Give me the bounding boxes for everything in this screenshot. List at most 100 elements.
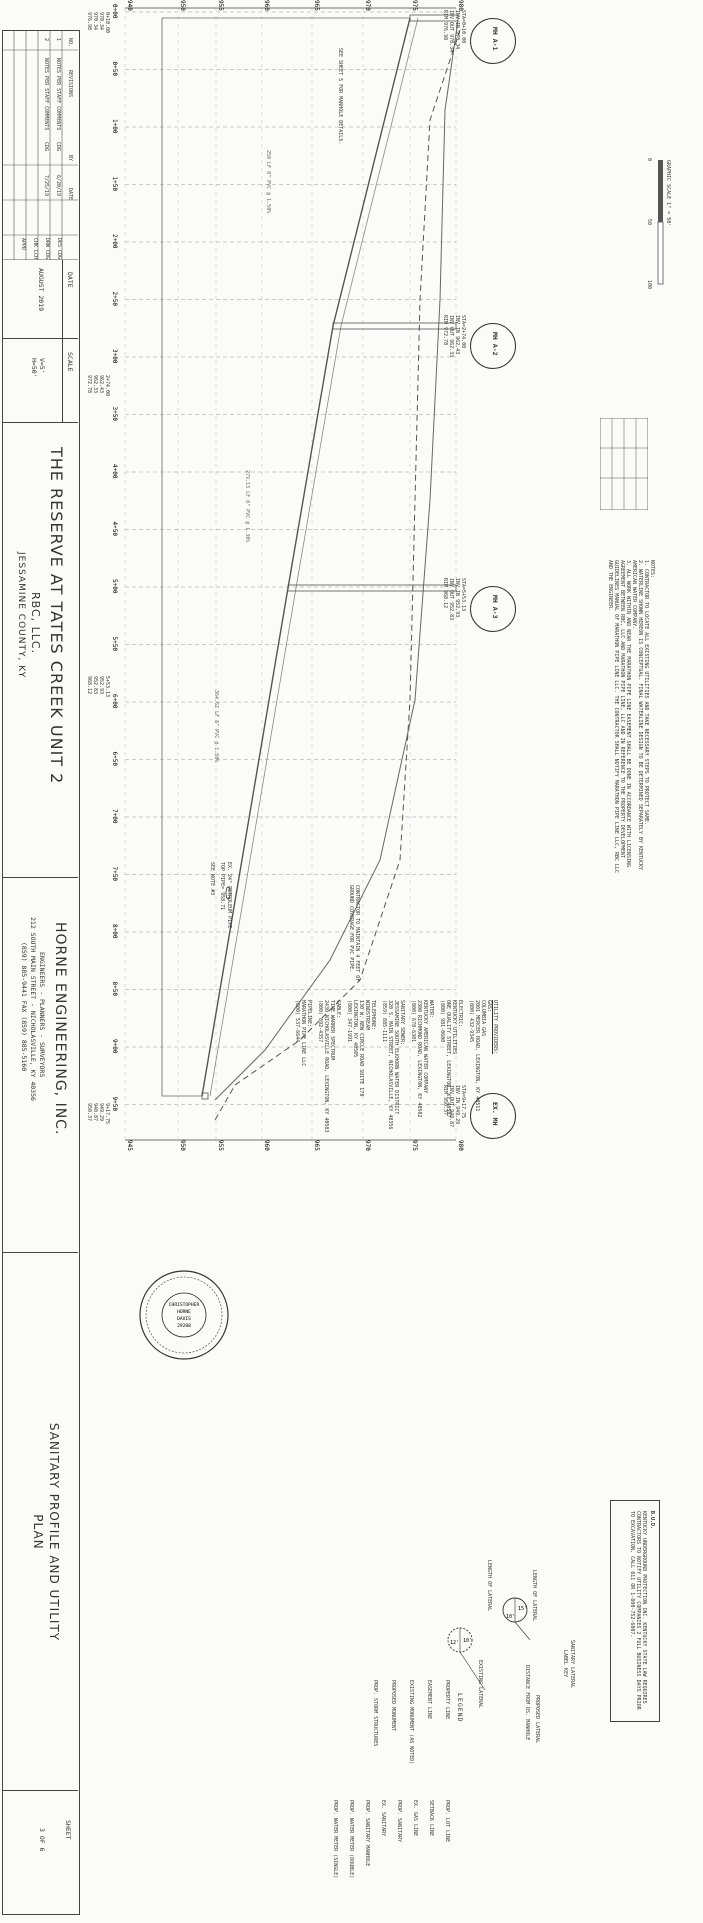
pipe-label-3: 364.62 LF 8" PVC @ 1.50% — [213, 690, 219, 763]
petroleum-pipe-marker — [225, 886, 231, 900]
legend-left-item: EXISTING MONUMENT (AS NOTED) — [408, 1680, 414, 1765]
elevation-tick-top: 950 — [179, 0, 186, 11]
utility-line: TIME WARNER SPECTRUM — [329, 1000, 335, 1061]
elevation-tick-top: 940 — [126, 0, 133, 11]
station-tick-left: 3+00 — [111, 349, 118, 364]
lateral-label-key: LABEL KEY — [562, 1650, 568, 1678]
sheet-value: 3 OF 6 — [38, 1828, 46, 1852]
profile-pipes — [161, 14, 461, 1121]
lateral-proposed: PROPOSED LATERAL — [534, 1695, 540, 1744]
lateral-10a: 10' — [506, 1614, 515, 1620]
station-tick-left: 7+50 — [111, 867, 118, 882]
station-tick-left: 5+00 — [111, 579, 118, 594]
seal-name-1: CHRISTOPHER — [169, 1302, 200, 1308]
legend-right-item: SETBACK LINE — [428, 1800, 434, 1837]
date-label: DATE — [66, 272, 74, 288]
elevation-tick-bottom: 950 — [179, 1140, 186, 1151]
sheet-title-block: SANITARY PROFILE AND UTILITY PLAN — [2, 1252, 78, 1791]
sheet-title: SANITARY PROFILE AND UTILITY PLAN — [31, 1422, 61, 1642]
manhole-callout: MH A-2 — [470, 323, 516, 369]
legend-right-item: EX. SANITARY — [380, 1800, 386, 1837]
revision-cell: NOTES PER STAFF COMMENTS — [43, 58, 49, 131]
manhole-callout: MH A-1 — [470, 18, 516, 64]
legend-right-item: EX. GAS LINE — [412, 1800, 418, 1837]
utility-line: CABLE: — [335, 1000, 341, 1019]
lateral-12: 12' — [450, 1640, 459, 1646]
legend-right-item: PROP. LOT LINE — [444, 1800, 450, 1843]
station-tick-left: 8+00 — [111, 924, 118, 939]
lateral-detail-graphic: 15' 10' 10' 12' — [447, 1597, 531, 1691]
general-notes: NOTES: 1. CONTRACTOR TO LOCATE ALL EXIST… — [607, 560, 655, 874]
manhole-info-line: INV OUT 962.33 — [448, 315, 454, 358]
lateral-length-ex: LENGTH OF LATERAL — [486, 1560, 492, 1612]
date-value: AUGUST 2019 — [37, 268, 45, 312]
utility-line: PIPELINE: — [306, 1000, 312, 1028]
seal-name-4: 29208 — [177, 1323, 191, 1329]
lateral-title: SANITARY LATERAL — [569, 1640, 575, 1689]
scale-label: SCALE — [66, 352, 74, 372]
utility-line: WINDSTREAM — [364, 1000, 370, 1031]
bud-text: KENTUCKY UNDERGROUND PROTECTION INC. KEN… — [629, 1511, 647, 1710]
station-tick-left: 4+00 — [111, 464, 118, 479]
elevation-tick-top: 970 — [364, 0, 371, 11]
station-tick-left: 5+50 — [111, 637, 118, 652]
revisions-table — [2, 30, 78, 260]
station-tick-left: 9+00 — [111, 1039, 118, 1054]
legend-heading: LEGEND — [456, 1693, 464, 1723]
utility-line: KENTUCKY AMERICAN WATER COMPANY — [422, 1000, 428, 1094]
manhole-info-line: INV OUT 970.34 — [448, 10, 454, 53]
utility-line: ONE QUALITY STREET, LEXINGTON, KY 40507 — [445, 1000, 451, 1118]
station-tick-left: 1+00 — [111, 119, 118, 134]
profile-left-boundary — [161, 18, 202, 1097]
project-client: RBC, LLC. — [29, 592, 42, 655]
pipe-label-1: 250 LF 8" PVC @ 1.50% — [265, 150, 271, 214]
revision-header: BY — [67, 155, 73, 162]
station-tick-left: 2+50 — [111, 292, 118, 307]
elevation-tick-top: 975 — [411, 0, 418, 11]
pipe-label-2: 279.13 LF 8" PVC @ 1.30% — [244, 470, 250, 543]
revision-header: DATE — [67, 188, 73, 201]
revision-signoff: DRW — [44, 238, 50, 248]
manhole-info-line: INV IN 962.43 — [454, 315, 460, 355]
utility-line: (800) 347-1991 — [346, 1000, 352, 1043]
scale-bar — [657, 160, 664, 285]
project-county: JESSAMINE COUNTY, KY — [16, 552, 26, 679]
manhole-label: MH A-2 — [491, 332, 499, 356]
profile-note-manhole: SEE SHEET 5 FOR MANHOLE DETAILS. — [337, 48, 343, 145]
revision-header: REVISIONS — [67, 70, 73, 98]
station-tick-left: 1+50 — [111, 177, 118, 192]
legend-left-item: PROPOSED MONUMENT — [390, 1680, 396, 1732]
utility-line: ELECTRIC: — [457, 1000, 463, 1028]
revision-signoff: APPD — [20, 238, 26, 251]
legend-right-item: PROP. WATER METER (SINGLE) — [332, 1800, 338, 1879]
legend-left-item: PROPERTY LINE — [444, 1680, 450, 1720]
title-block — [2, 30, 80, 1915]
bud-box: KENTUCKY UNDERGROUND PROTECTION INC. KEN… — [610, 1500, 660, 1722]
proposed-ground-line — [214, 19, 459, 1101]
legend-left-item: EASEMENT LINE — [426, 1680, 432, 1720]
lateral-length-prop: LENGTH OF LATERAL — [531, 1570, 537, 1622]
elevation-tick-bottom: 965 — [313, 1140, 320, 1151]
revision-signoff: LCH — [32, 250, 38, 260]
utility-line: JESSAMINE SOUTH ELKHORN WATER DISTRICT — [393, 1000, 399, 1115]
revision-signoff: CDG — [44, 250, 50, 260]
lateral-existing: EXISTING LATERAL — [477, 1660, 483, 1709]
profile-note-top-pipe: TOP PIPE= 958.71 — [219, 862, 225, 911]
scale-tick-50: 50 — [646, 219, 652, 226]
manhole-info-line: STA=5+53.13 — [460, 578, 466, 612]
seal-name-2: HORNE — [177, 1309, 191, 1315]
revision-signoff: CHK — [32, 238, 38, 248]
scale-tick-100: 100 — [646, 280, 652, 290]
utility-line: KENTUCKY UTILITIES — [451, 1000, 457, 1055]
sewer-pipe-invert — [201, 17, 411, 1097]
firm-name: HORNE ENGINEERING, INC. — [52, 922, 68, 1136]
manhole-callout: MH A-3 — [470, 586, 516, 632]
elevation-tick-bottom: 975 — [411, 1140, 418, 1151]
elevation-tick-top: 965 — [313, 0, 320, 11]
station-tick-left: 2+00 — [111, 234, 118, 249]
sewer-pipe-crown — [209, 17, 419, 1097]
elevation-tick-bottom: 955 — [217, 1140, 224, 1151]
elevation-tick-bottom: 970 — [364, 1140, 371, 1151]
